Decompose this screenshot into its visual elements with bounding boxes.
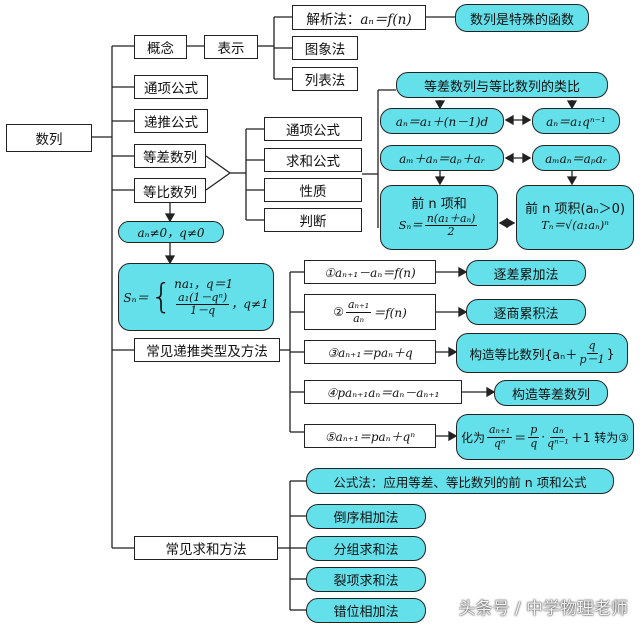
sum-methods-node: 常见求和方法	[134, 536, 278, 560]
root-label: 数列	[35, 132, 63, 148]
recurrence-node: 递推公式	[134, 109, 208, 133]
geo-product-node: 前 n 项积(aₙ＞0) Tₙ＝√(a₁aₙ)ⁿ	[516, 185, 634, 250]
rec-type-4-method: 构造等差数列	[494, 380, 608, 406]
representation-node: 表示	[204, 35, 258, 59]
sum-method-group: 分组求和法	[306, 536, 426, 561]
watermark: 头条号 / 中学物理老师	[458, 599, 628, 619]
sum-method-split: 裂项求和法	[306, 567, 426, 592]
analytic-method-node: 解析法：aₙ＝f(n)	[292, 5, 426, 30]
rec-type-5-formula: ⑤aₙ₊₁＝paₙ＋qⁿ	[304, 424, 436, 448]
arithmetic-sequence-node: 等差数列	[134, 144, 206, 168]
general-term-node: 通项公式	[134, 75, 208, 99]
geo-sum-node: Sₙ＝ { na₁，q＝1 a₁(1－qⁿ)1－q，q≠1	[118, 263, 274, 331]
prop-properties: 性质	[264, 178, 362, 202]
rec-type-3-formula: ③aₙ₊₁＝paₙ＋q	[304, 340, 436, 364]
sum-method-formula: 公式法：应用等差、等比数列的前 n 项和公式	[306, 468, 614, 494]
arith-term-node: aₙ＝a₁＋(n－1)d	[380, 108, 504, 134]
rec-type-1-method: 逐差累加法	[466, 260, 586, 286]
prop-judgement: 判断	[264, 208, 362, 232]
prop-general-term: 通项公式	[264, 117, 362, 141]
concept-node: 概念	[134, 35, 187, 59]
rec-type-4-formula: ④paₙ₊₁aₙ＝aₙ－aₙ₊₁	[304, 380, 462, 404]
special-function-node: 数列是特殊的函数	[455, 4, 589, 32]
prop-sum-formula: 求和公式	[264, 148, 362, 172]
analytic-formula: aₙ＝f(n)	[360, 11, 412, 28]
sum-method-offset: 错位相加法	[306, 598, 426, 623]
root-node: 数列	[6, 124, 92, 152]
arith-property-node: aₘ＋aₙ＝aₚ＋aᵣ	[380, 145, 504, 171]
sum-method-reverse: 倒序相加法	[306, 504, 426, 529]
geometric-sequence-node: 等比数列	[134, 178, 206, 203]
geo-property-node: aₘaₙ＝aₚaᵣ	[532, 145, 620, 171]
arith-sum-node: 前 n 项和 Sₙ＝n(a₁＋aₙ)2	[380, 185, 498, 250]
geo-term-node: aₙ＝a₁qⁿ⁻¹	[532, 108, 620, 134]
rec-type-2-method: 逐商累积法	[466, 299, 586, 325]
analogy-title-node: 等差数列与等比数列的类比	[396, 72, 608, 98]
recurrence-types-node: 常见递推类型及方法	[134, 338, 280, 362]
table-method-node: 列表法	[292, 67, 358, 91]
geo-condition-node: aₙ≠0，q≠0	[118, 221, 224, 243]
graph-method-node: 图象法	[292, 36, 358, 60]
rec-type-1-formula: ①aₙ₊₁－aₙ＝f(n)	[304, 260, 436, 284]
